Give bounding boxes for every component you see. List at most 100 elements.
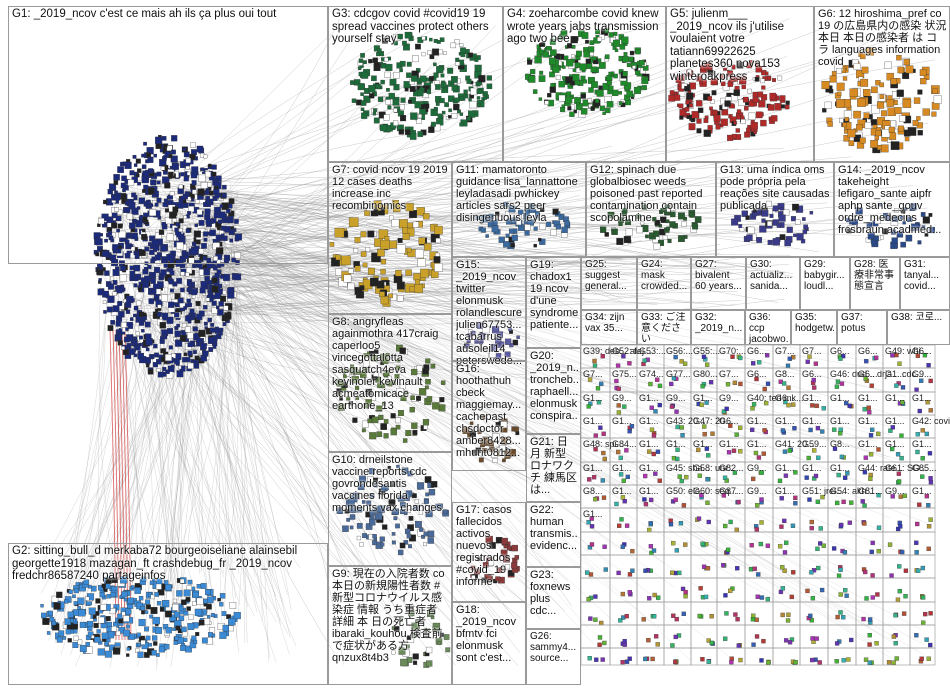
node: [814, 403, 819, 409]
node: [118, 311, 125, 318]
node: [728, 519, 733, 525]
node: [190, 171, 198, 179]
node: [810, 636, 815, 641]
node: [713, 114, 721, 122]
node: [722, 475, 728, 480]
node: [648, 521, 653, 526]
node: [214, 328, 221, 334]
node: [704, 62, 712, 70]
node: [601, 431, 606, 436]
small-group-label: G6...: [747, 369, 767, 379]
node: [193, 639, 198, 645]
node: [838, 431, 843, 436]
node: [611, 71, 615, 75]
node: [115, 334, 122, 341]
node: [879, 82, 885, 88]
node: [206, 603, 212, 610]
node: [641, 617, 646, 622]
node: [56, 636, 63, 643]
node: [538, 97, 543, 101]
group-label: G5: julienm___ _2019_ncov ils j'utilise …: [670, 8, 788, 83]
node: [185, 597, 191, 602]
node: [616, 386, 621, 391]
node: [193, 350, 197, 354]
node: [810, 596, 816, 601]
group-label: G18: _2019_ncov bfmtv fci elonmusk sont …: [456, 604, 520, 664]
node: [926, 503, 931, 508]
node: [723, 636, 728, 641]
small-group-label: G1...: [747, 416, 767, 426]
node: [79, 621, 86, 628]
node: [897, 564, 902, 569]
node: [562, 65, 566, 69]
small-group-box: [799, 554, 829, 579]
node: [171, 135, 178, 142]
node: [587, 656, 592, 661]
node: [221, 233, 225, 238]
node: [168, 345, 173, 350]
node: [780, 612, 785, 618]
node: [580, 93, 586, 99]
node: [190, 142, 196, 148]
node: [621, 478, 626, 483]
node: [740, 119, 746, 125]
node: [907, 127, 917, 136]
node: [886, 660, 892, 665]
group-box-g12: G12: spinach due globalbiosec weeds pois…: [586, 162, 716, 257]
group-box-g11: G11: mamatoronto guidance lisa_lannatton…: [452, 162, 586, 257]
node: [597, 58, 602, 62]
node: [176, 590, 183, 597]
node: [599, 620, 604, 626]
node: [786, 385, 791, 390]
node: [643, 656, 648, 662]
small-group-label: G85...: [912, 463, 937, 473]
node: [428, 76, 434, 82]
node: [191, 247, 199, 255]
node: [486, 83, 493, 90]
small-group-label: G81...: [858, 486, 883, 496]
node: [793, 660, 798, 665]
node: [115, 215, 122, 222]
small-group-label: G8...: [775, 369, 795, 379]
node: [583, 50, 591, 58]
group-label: G11: mamatoronto guidance lisa_lannatton…: [456, 164, 581, 224]
node: [831, 546, 837, 551]
node: [544, 100, 549, 105]
node: [863, 569, 868, 575]
node: [148, 642, 152, 647]
node: [786, 402, 791, 408]
small-group-label: G6...: [747, 346, 767, 356]
node: [164, 182, 171, 189]
node: [185, 356, 191, 363]
node: [116, 248, 122, 254]
group-label: G19: chadox1 19 ncov d'une syndrome pati…: [530, 259, 578, 331]
small-group-label: G74...: [639, 369, 664, 379]
node: [155, 308, 159, 313]
node: [915, 521, 920, 527]
node: [160, 166, 165, 171]
node: [143, 201, 150, 207]
node: [920, 565, 926, 571]
node: [439, 97, 445, 104]
node: [174, 330, 181, 338]
node: [635, 70, 640, 75]
node: [818, 541, 823, 546]
node: [115, 630, 121, 636]
group-label: G37: potus: [841, 312, 866, 334]
node: [211, 285, 219, 293]
node: [234, 252, 241, 259]
node: [756, 455, 762, 460]
node: [847, 403, 852, 408]
group-box-g8: G8: angryfleas againmothra 417craig cape…: [328, 314, 452, 452]
node: [147, 187, 155, 195]
node: [145, 604, 151, 610]
small-group-box: [636, 624, 665, 649]
node: [724, 100, 731, 107]
node: [920, 78, 927, 85]
node: [93, 622, 99, 629]
node: [815, 499, 821, 504]
node: [189, 641, 197, 649]
small-group-box: [716, 601, 746, 626]
node: [641, 76, 646, 81]
node: [432, 48, 440, 56]
